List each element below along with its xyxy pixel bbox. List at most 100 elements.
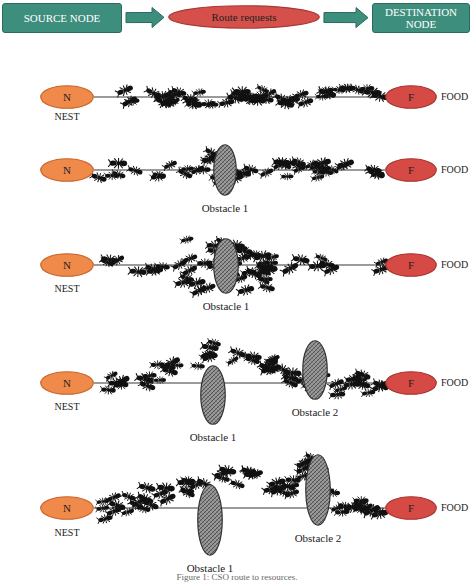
ant-symbol <box>180 475 196 485</box>
food-label: FOOD <box>441 259 468 270</box>
ant-symbol <box>264 355 279 366</box>
node-text: F <box>408 377 414 389</box>
ant-symbol <box>329 503 344 515</box>
ant-symbol <box>251 90 268 101</box>
ant-symbol <box>108 158 127 169</box>
node-text: N <box>63 91 71 103</box>
ellipse-shape <box>386 254 437 277</box>
ant-symbol <box>180 263 199 279</box>
node-text: DESTINATION NODE <box>375 6 467 30</box>
nest-label: NEST <box>55 527 80 538</box>
node-text: F <box>408 259 414 271</box>
obstacle-label: Obstacle 1 <box>203 300 250 312</box>
block-arrow-shape <box>126 8 164 28</box>
node-text: F <box>408 164 414 176</box>
ellipse-shape <box>41 159 94 182</box>
ant-symbol <box>198 281 217 296</box>
ant-symbol <box>181 252 199 266</box>
ellipse-shape <box>306 455 331 526</box>
ant-symbol <box>143 85 163 102</box>
ant-symbol <box>308 164 322 172</box>
food-node: F <box>385 85 437 109</box>
node-outline <box>213 238 239 294</box>
ant-symbol <box>258 166 275 180</box>
ant-symbol <box>316 85 338 101</box>
ant-symbol <box>236 283 256 297</box>
ant-symbol <box>151 487 169 501</box>
ant-symbol <box>165 95 181 109</box>
node-text: N <box>63 259 71 271</box>
process-box: SOURCE NODE <box>2 3 122 33</box>
ant-symbol <box>353 379 368 389</box>
ant-symbol <box>179 234 194 245</box>
node-outline <box>302 340 328 400</box>
ant-symbol <box>95 503 110 513</box>
obstacle-ellipse: Obstacle 1 <box>213 144 237 196</box>
ant-symbol <box>134 372 155 387</box>
nest-node: N <box>40 253 94 277</box>
ant-symbol <box>353 367 372 382</box>
ellipse-shape <box>386 497 437 520</box>
food-label: FOOD <box>441 502 468 513</box>
obstacle-ellipse: Obstacle 2 <box>302 340 328 400</box>
node-text: N <box>63 377 71 389</box>
ant-symbol <box>202 350 218 360</box>
food-label: FOOD <box>441 91 468 102</box>
ant-symbol <box>194 165 211 175</box>
obstacle-label: Obstacle 1 <box>190 431 237 443</box>
ellipse-shape <box>214 145 237 196</box>
ant-symbol <box>154 261 171 272</box>
ant-symbol <box>113 380 129 390</box>
ant-symbol <box>307 260 326 272</box>
ellipse-shape <box>386 86 437 109</box>
ant-symbol <box>291 162 307 176</box>
process-box: DESTINATION NODE <box>372 3 470 33</box>
ant-symbol <box>181 93 199 105</box>
node-outline <box>305 454 331 526</box>
node-outline <box>213 144 237 196</box>
food-label: FOOD <box>441 164 468 175</box>
route-ellipse: Route requests <box>168 5 320 29</box>
nest-label: NEST <box>55 283 80 294</box>
node-text: F <box>408 502 414 514</box>
ant-symbol <box>126 164 144 177</box>
ant-symbol <box>166 87 183 100</box>
ant-symbol <box>243 469 260 480</box>
ant-symbol <box>119 93 139 110</box>
ant-symbol <box>206 337 222 349</box>
ant-symbol <box>99 253 118 266</box>
ant-symbol <box>136 480 156 494</box>
ant-symbol <box>310 172 325 182</box>
ant-symbol <box>369 169 384 179</box>
ant-symbol <box>292 88 310 101</box>
ant-symbol <box>243 353 261 366</box>
obstacle-ellipse: Obstacle 2 <box>305 454 331 526</box>
ellipse-shape <box>201 366 226 425</box>
ant-symbol <box>205 101 219 110</box>
ant-symbol <box>190 361 205 370</box>
node-text: N <box>63 502 71 514</box>
ant-symbol <box>337 84 353 94</box>
ant-symbol <box>100 385 116 395</box>
node-text: N <box>63 164 71 176</box>
ant-symbol <box>352 498 368 510</box>
ellipse-shape <box>386 159 437 182</box>
ant-symbol <box>327 376 346 391</box>
ant-symbol <box>228 478 246 491</box>
block-arrow <box>324 8 368 28</box>
node-text: F <box>408 91 414 103</box>
ant-symbol <box>257 262 276 277</box>
food-node: F <box>385 253 437 277</box>
ant-symbol <box>128 266 147 278</box>
ant-symbol <box>272 157 291 169</box>
figure-caption: Figure 1: CSO route to resources. <box>0 572 474 582</box>
ant-symbol <box>127 497 146 513</box>
ant-symbol <box>315 92 329 100</box>
nest-label: NEST <box>55 401 80 412</box>
ellipse-shape <box>41 372 94 395</box>
ant-symbol <box>328 389 345 400</box>
node-text: Route requests <box>211 11 276 23</box>
ant-symbol <box>151 170 167 180</box>
ellipse-shape <box>214 239 239 294</box>
